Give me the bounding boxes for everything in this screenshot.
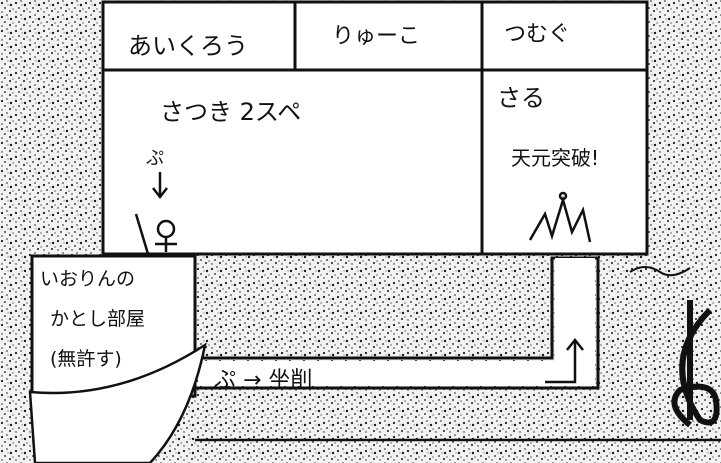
room-label-top-right: つむぐ bbox=[504, 22, 571, 47]
grass-tuft-icon bbox=[528, 191, 592, 243]
arrow-down-icon bbox=[152, 172, 168, 200]
top-room-block bbox=[101, 0, 649, 256]
arrow-up-icon bbox=[545, 337, 584, 384]
room-label-top-left: あいくろう bbox=[128, 32, 248, 60]
room-label-main: さつき 2スペ bbox=[160, 98, 302, 126]
corner-room-line-1: いおりんの bbox=[40, 268, 136, 290]
right-room-note: 天元突破! bbox=[511, 146, 600, 170]
corner-room-line-3: (無許す) bbox=[50, 348, 122, 370]
corner-room-line-2: かとし部屋 bbox=[50, 308, 146, 330]
stick-label: ぷ bbox=[146, 148, 164, 169]
room-label-right: さる bbox=[497, 84, 545, 112]
stick-figure-icon bbox=[134, 213, 177, 255]
corridor-label: ぷ → 坐削 bbox=[214, 368, 313, 393]
page-curl bbox=[28, 342, 207, 463]
room-label-top-mid: りゅーこ bbox=[332, 24, 421, 49]
letter-nu-icon bbox=[671, 300, 720, 428]
